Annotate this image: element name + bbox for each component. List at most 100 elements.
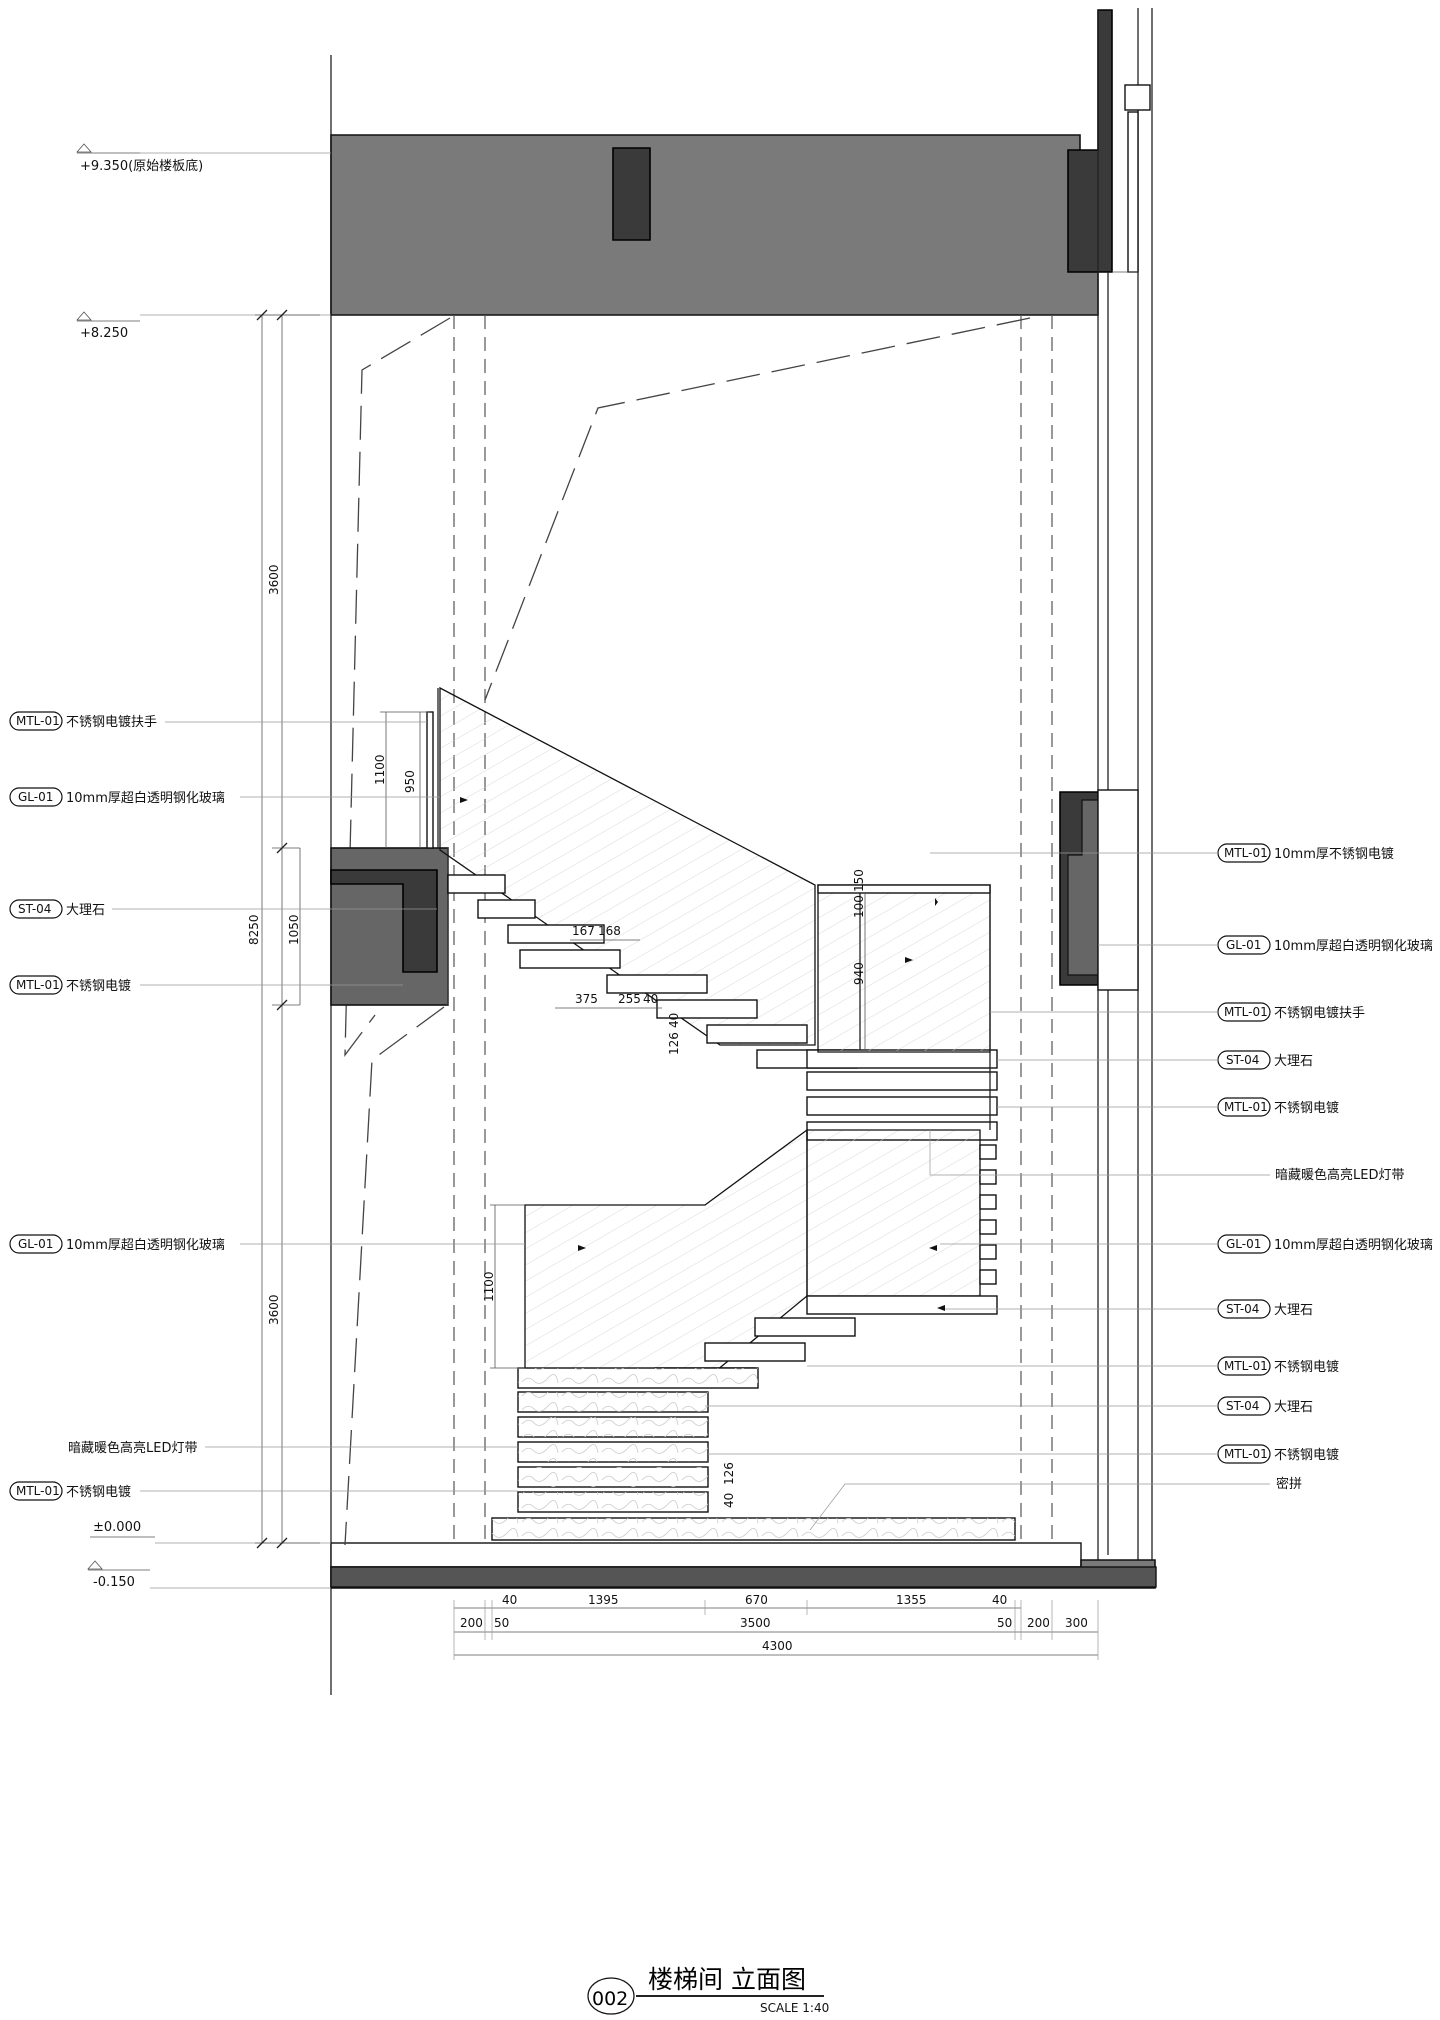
- callout-code: GL-01: [18, 1237, 53, 1251]
- left-callout-0: MTL-01 不锈钢电镀扶手: [9, 711, 427, 731]
- upper-flight-glass: [439, 686, 816, 1046]
- level-marker-minus: -0.150: [87, 1560, 331, 1590]
- callout-text: 大理石: [1274, 1303, 1313, 1318]
- dim-b1-3: 1355: [896, 1593, 927, 1607]
- callout-code: MTL-01: [16, 1484, 60, 1498]
- right-callout-6: GL-01 10mm厚超白透明钢化玻璃: [940, 1234, 1433, 1254]
- callout-code: ST-04: [1226, 1053, 1259, 1067]
- dim-right-top-a: 100: [852, 895, 866, 918]
- dim-40a: 40: [643, 992, 658, 1006]
- left-callout-1: GL-01 10mm厚超白透明钢化玻璃: [9, 787, 440, 807]
- callout-text: 密拼: [1276, 1476, 1302, 1492]
- callout-text: 大理石: [1274, 1054, 1313, 1069]
- dim-b2-4: 200: [1027, 1616, 1050, 1630]
- dim-b2-5: 300: [1065, 1616, 1088, 1630]
- dim-b2-0: 200: [460, 1616, 483, 1630]
- callout-text: 10mm厚超白透明钢化玻璃: [1274, 938, 1433, 954]
- step: [447, 874, 506, 894]
- dim-b1-2: 670: [745, 1593, 768, 1607]
- callout-text: 不锈钢电镀: [1274, 1100, 1339, 1116]
- drawing-scale: SCALE 1:40: [760, 2001, 829, 2015]
- dim-right-top-b: 150: [852, 869, 866, 892]
- left-callout-3: MTL-01 不锈钢电镀: [9, 975, 403, 995]
- right-callout-9: ST-04 大理石: [705, 1396, 1313, 1416]
- dim-b2-1: 50: [494, 1616, 509, 1630]
- level-label: -0.150: [93, 1575, 135, 1590]
- callout-code: ST-04: [1226, 1302, 1259, 1316]
- dim-lower: 3600: [267, 1294, 281, 1325]
- upper-handrail: [426, 711, 434, 849]
- right-upper-glass: [817, 884, 991, 1053]
- right-callout-0: MTL-01 10mm厚不锈钢电镀: [930, 843, 1394, 863]
- upper-opening-dash: [344, 317, 451, 1058]
- right-callout-8: MTL-01 不锈钢电镀: [807, 1356, 1339, 1376]
- step: [706, 1024, 808, 1044]
- dim-landing-height: 1050: [287, 914, 301, 945]
- right-callout-10: MTL-01 不锈钢电镀: [708, 1444, 1339, 1464]
- vertical-dimensions: [255, 309, 866, 1549]
- floor-finish: [330, 1542, 1082, 1568]
- callout-text: 大理石: [66, 903, 105, 918]
- right-mid-frame: [1097, 789, 1139, 991]
- dim-b1-0: 40: [502, 1593, 517, 1607]
- callout-code: MTL-01: [1224, 846, 1268, 860]
- callout-text: 不锈钢电镀扶手: [1274, 1005, 1365, 1021]
- dim-total: 8250: [247, 914, 261, 945]
- right-lower-glass: [806, 1129, 981, 1297]
- callout-code: MTL-01: [1224, 1005, 1268, 1019]
- level-marker-0: ±0.000: [90, 1520, 331, 1544]
- level-label: +8.250: [80, 326, 128, 341]
- top-slab: [330, 134, 1099, 316]
- callout-code: MTL-01: [1224, 1359, 1268, 1373]
- right-callout-4: MTL-01 不锈钢电镀: [997, 1097, 1339, 1117]
- dim-b1-4: 40: [992, 1593, 1007, 1607]
- left-callout-4: GL-01 10mm厚超白透明钢化玻璃: [9, 1234, 525, 1254]
- callout-text: 不锈钢电镀: [1274, 1447, 1339, 1463]
- landing-slab-core: [330, 869, 438, 973]
- dim-b2-2: 3500: [740, 1616, 771, 1630]
- left-callout-5: 暗藏暖色高亮LED灯带: [68, 1440, 518, 1456]
- dim-167: 167: [572, 924, 595, 938]
- step: [519, 949, 621, 969]
- right-callout-11: 密拼: [809, 1476, 1302, 1531]
- lower-marble-stack: [491, 1367, 1016, 1541]
- left-callout-2: ST-04 大理石: [9, 899, 437, 919]
- left-callout-6: MTL-01 不锈钢电镀: [9, 1481, 518, 1501]
- callout-code: MTL-01: [16, 714, 60, 728]
- dim-rail-inner: 950: [403, 770, 417, 793]
- dim-b2-3: 50: [997, 1616, 1012, 1630]
- callout-text: 10mm厚不锈钢电镀: [1274, 846, 1394, 862]
- drawing-number: 002: [592, 1988, 628, 2010]
- step: [477, 899, 536, 919]
- title-block: 002 楼梯间 立面图 SCALE 1:40: [587, 1965, 829, 2015]
- callout-text: 不锈钢电镀: [66, 1484, 131, 1500]
- callout-code: ST-04: [1226, 1399, 1259, 1413]
- dim-b1-1: 1395: [588, 1593, 619, 1607]
- dim-right-rail: 940: [852, 962, 866, 985]
- dim-126a: 126: [667, 1032, 681, 1055]
- callout-code: MTL-01: [1224, 1100, 1268, 1114]
- top-slab-beam: [612, 147, 651, 241]
- dim-rail-height: 1100: [373, 754, 387, 785]
- callout-text: 10mm厚超白透明钢化玻璃: [66, 1237, 225, 1253]
- callout-text: 大理石: [1274, 1400, 1313, 1415]
- callout-text: 不锈钢电镀扶手: [66, 714, 157, 730]
- dim-40c: 40: [722, 1493, 736, 1508]
- dim-168: 168: [598, 924, 621, 938]
- bottom-dimensions: [453, 1600, 1099, 1660]
- dim-lower-glass: 1100: [482, 1271, 496, 1302]
- callout-code: MTL-01: [1224, 1447, 1268, 1461]
- step: [606, 974, 708, 994]
- dim-126b: 126: [722, 1462, 736, 1485]
- level-label: ±0.000: [93, 1520, 141, 1535]
- callout-text: 暗藏暖色高亮LED灯带: [1275, 1167, 1404, 1183]
- upper-flight-steps: [447, 874, 858, 1069]
- drawing-title: 楼梯间 立面图: [648, 1965, 806, 1994]
- level-label: +9.350(原始楼板底): [80, 158, 203, 174]
- callout-code: GL-01: [18, 790, 53, 804]
- dim-40b: 40: [667, 1013, 681, 1028]
- callout-code: ST-04: [18, 902, 51, 916]
- right-lower-sill: [806, 1295, 998, 1315]
- right-upper-rail-frame: [817, 884, 991, 894]
